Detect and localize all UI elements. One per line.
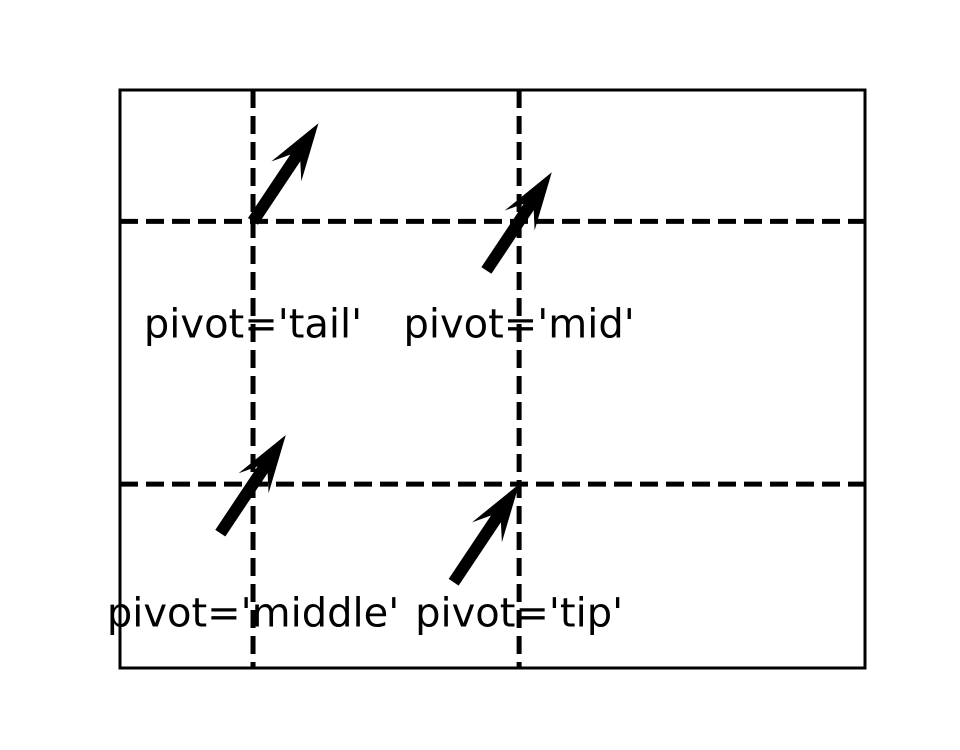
arrow-label-tip: pivot='tip'	[415, 590, 623, 636]
arrow-middle	[215, 435, 286, 537]
arrow-mid	[481, 172, 552, 274]
arrow-tail	[248, 123, 319, 225]
arrow-label-mid: pivot='mid'	[403, 301, 634, 347]
arrows	[215, 123, 552, 586]
arrow-label-tail: pivot='tail'	[144, 301, 362, 347]
plot-frame	[118, 88, 867, 670]
arrow-tip	[448, 484, 520, 586]
guide-lines	[120, 90, 865, 668]
arrow-labels: pivot='tail' pivot='mid' pivot='middle' piv…	[107, 301, 635, 636]
arrow-label-middle: pivot='middle'	[107, 590, 399, 636]
